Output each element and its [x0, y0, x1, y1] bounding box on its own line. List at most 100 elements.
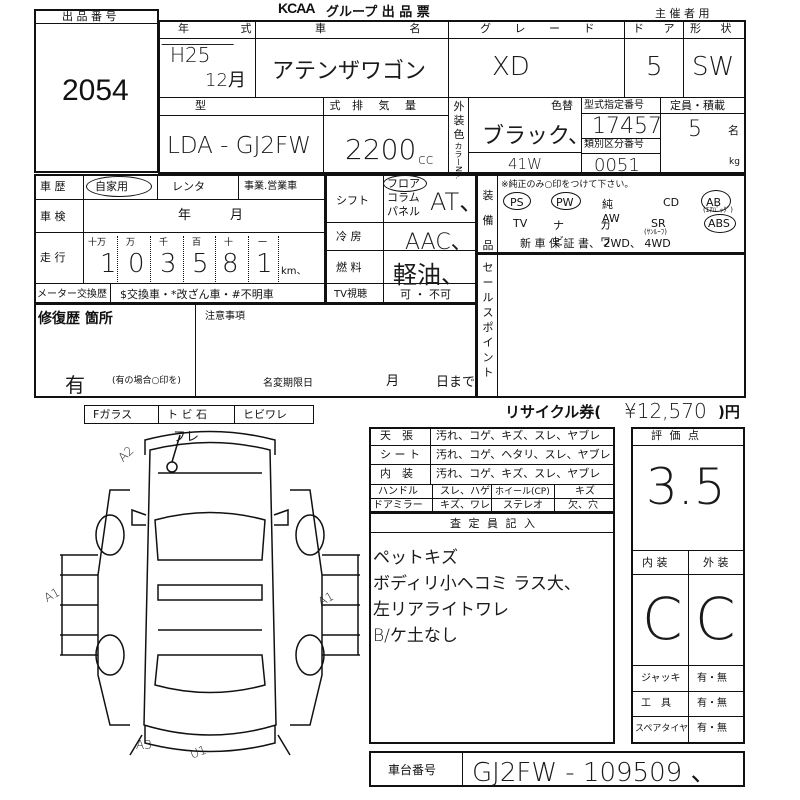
model-designation-value: 17457 [592, 114, 662, 139]
notes-label: 注意事項 [205, 311, 245, 322]
jack-options: 有・無 [697, 673, 727, 684]
shift-floor-circle [383, 175, 427, 192]
spare-options: 有・無 [697, 723, 727, 734]
deadline-label: 名変期限日 [263, 378, 313, 389]
stereo-label: ステレオ [503, 500, 543, 511]
damage-label-top: フレ [173, 430, 200, 445]
header: KCAA グループ 出 品 票 主 催 者 用 [0, 0, 800, 20]
repair-table [34, 303, 477, 398]
history-label: 車 歴 [40, 180, 66, 193]
car-name-label: 車 名 [315, 22, 461, 35]
displacement-value: 2200 [345, 133, 417, 166]
glass-front: Fガラス [93, 408, 133, 421]
damage-mark-4: A3 [136, 738, 152, 752]
kcaa-logo: KCAA [278, 0, 315, 16]
displacement-label: 排 気 量 [352, 99, 422, 112]
trim-label: 内 装 [380, 467, 413, 480]
inspector-note-4: B/ケ土なし [373, 626, 458, 646]
glass-crack: ヒビワレ [243, 408, 287, 421]
equipment-row3: 新 車 保 証 書、 2WD、 4WD [520, 237, 671, 250]
class-code-label: 類別区分番号 [584, 139, 644, 150]
handle-label: ハンドル [378, 486, 418, 497]
model-label: 型 式 [195, 99, 401, 112]
vin-label: 車台番号 [388, 763, 437, 777]
inspector-note-2: ボディリ小ヘコミ ラス大、 [373, 574, 581, 594]
lot-number: 2054 [62, 74, 129, 107]
deadline-day: 日まで [436, 375, 476, 390]
history-private-circle [86, 176, 152, 197]
model-designation-label: 型式指定番号 [584, 100, 644, 111]
tools-label: 工 具 [641, 698, 671, 709]
capacity-value: 5 [688, 117, 702, 142]
repair-note: (有の場合○印を) [112, 376, 181, 386]
year-label: 年 式 [178, 22, 276, 35]
tv-value: 可 ・ 不可 [400, 288, 451, 301]
color-no-value: 41W [508, 155, 542, 173]
history-business: 事業.営業車 [244, 181, 298, 192]
seat-options: 汚れ、コゲ、ヘタリ、スレ、ヤブレ [436, 448, 611, 461]
equipment-note: ※純正のみ○印をつけて下さい。 [501, 180, 634, 190]
month-value: 12月 [205, 70, 246, 91]
seat-label: シ ー ト [380, 448, 420, 461]
capacity-label: 定員・積載 [670, 99, 725, 112]
body-type-value: SW [692, 52, 735, 82]
organizer-label: 主 催 者 用 [655, 7, 710, 20]
ps-circle [503, 192, 531, 210]
recycle-yen: )円 [718, 403, 740, 421]
glass-chip: ト ビ 石 [167, 408, 207, 421]
shift-type-value: AT、 [430, 188, 484, 216]
score-value: 3.5 [646, 458, 726, 516]
class-code-value: 0051 [594, 155, 640, 176]
pw-circle [551, 192, 581, 210]
load-unit: kg [729, 157, 740, 167]
aircon-label: 冷 房 [336, 230, 362, 243]
sunroof-sub: (ｻﾝﾙｰﾌ) [644, 228, 667, 236]
stereo-options: 欠、穴 [568, 500, 598, 511]
recycle-amount: ¥12,570 [624, 399, 707, 423]
fuel-label: 燃 料 [336, 261, 362, 274]
fuel-value: 軽油、 [393, 261, 465, 289]
interior-grade-value: C [642, 585, 683, 653]
history-rental: レンタ [172, 180, 205, 193]
score-label: 評 価 点 [651, 429, 701, 442]
wheel-options: キズ [575, 486, 595, 497]
mirror-options: キズ、ワレ [440, 500, 490, 511]
color-value: ブラック、 [482, 124, 591, 149]
meter-exchange-label: メーター交換歴 [37, 289, 107, 300]
tv-label: TV視聴 [334, 289, 367, 300]
body-type-label: 形 状 [690, 22, 740, 35]
mileage-units: 十万 万 千 百 十 一 [88, 238, 268, 248]
inspector-note-3: 左リアライトワレ [373, 600, 509, 620]
car-name-value: アテンザワゴン [272, 59, 427, 84]
repair-value: 有 [65, 373, 85, 397]
exterior-grade-label: 外 装 [703, 556, 729, 569]
jack-label: ジャッキ [641, 673, 681, 684]
lot-number-label: 出 品 番 号 [62, 10, 117, 23]
exterior-color-vertical: 外 装 色 カラーNo. [453, 100, 465, 180]
mileage-label: 走 行 [40, 251, 66, 264]
inspector-note-1: ペットキズ [373, 548, 458, 568]
glass-table [84, 405, 314, 424]
shift-label: シフト [336, 194, 369, 207]
km-unit: km、 [281, 266, 307, 277]
handle-options: スレ、ハゲ [440, 486, 490, 497]
doors-value: 5 [646, 52, 663, 82]
deadline-month: 月 [386, 374, 400, 389]
sales-point-vertical: セ ー ル ス ポ イ ン ト [482, 261, 494, 379]
vin-value: GJ2FW - 109509 、 [472, 758, 717, 788]
inspection-label: 車 検 [40, 210, 66, 223]
ab-circle [701, 190, 731, 212]
tools-options: 有・無 [697, 698, 727, 709]
spare-label: スペアタイヤ [635, 724, 689, 734]
aircon-value: AAC、 [405, 230, 473, 255]
mileage-digits: 1 0 3 5 8 1 [100, 249, 273, 279]
car-diagram [60, 430, 360, 756]
model-value: LDA - GJ2FW [167, 133, 311, 159]
exterior-grade-value: C [695, 585, 736, 653]
ceiling-options: 汚れ、コゲ、キズ、スレ、ヤブレ [436, 429, 601, 442]
abs-circle [704, 214, 736, 233]
grade-label: グ レ ー ド [480, 22, 605, 35]
inspector-notes: ペットキズ ボディリ小ヘコミ ラス大、 左リアライトワレ B/ケ土なし [373, 545, 613, 649]
repair-label: 修復歴 箇所 [38, 311, 113, 327]
cc-value: cc [418, 152, 434, 168]
